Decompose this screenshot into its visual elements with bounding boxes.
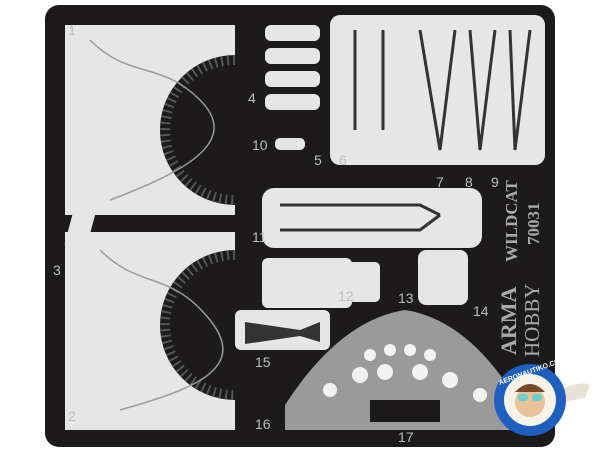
product-code: 70031 xyxy=(524,202,543,246)
part-number: 1 xyxy=(68,22,76,38)
part-number: 15 xyxy=(255,354,271,370)
brand-arma: ARMA xyxy=(496,286,521,355)
part-12 xyxy=(262,258,352,308)
part-11-harness xyxy=(262,188,482,248)
part-number: 3 xyxy=(53,262,61,278)
part-14 xyxy=(418,250,468,305)
part-number: 10 xyxy=(252,137,268,153)
part-number: 12 xyxy=(338,288,354,304)
part-number: 2 xyxy=(68,408,76,424)
part-number: 13 xyxy=(398,290,414,306)
part-number: 6 xyxy=(339,152,347,168)
part-number: 4 xyxy=(248,90,256,106)
part-17-instrument-panel xyxy=(285,310,520,430)
part-number: 11 xyxy=(252,229,267,245)
part-10 xyxy=(275,138,305,150)
part-2-seat-panel xyxy=(65,232,235,430)
brand-hobby: HOBBY xyxy=(520,283,544,357)
part-1-seat-panel xyxy=(65,25,235,215)
part-number: 9 xyxy=(491,174,499,190)
part-number: 14 xyxy=(473,303,489,319)
part-13 xyxy=(330,262,380,302)
part-number: 5 xyxy=(314,152,322,168)
part-number: 17 xyxy=(398,429,414,445)
model-name: WILDCAT xyxy=(502,180,521,262)
aeronautiko-watermark-logo xyxy=(494,364,590,436)
part-number: 8 xyxy=(465,174,473,190)
part-4-buckles xyxy=(265,25,320,110)
part-3 xyxy=(64,195,98,255)
part-number: 16 xyxy=(255,416,271,432)
part-number: 7 xyxy=(436,174,444,190)
